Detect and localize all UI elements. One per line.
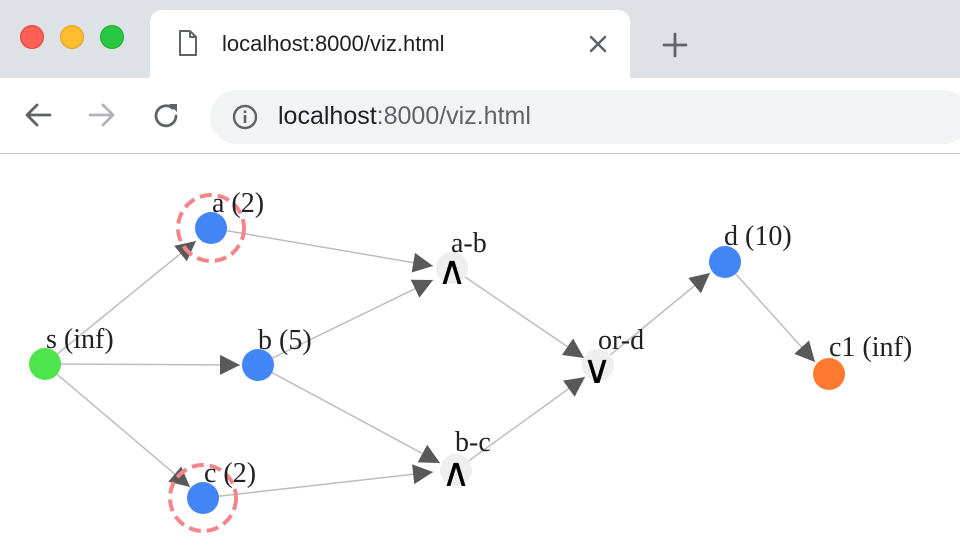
node-c-circle[interactable] bbox=[187, 482, 219, 514]
edge-a-ab bbox=[210, 227, 434, 273]
node-and-bc[interactable]: ∧ b-c bbox=[440, 427, 491, 496]
edge-d-c1 bbox=[724, 261, 816, 363]
url-path: :8000/viz.html bbox=[376, 102, 531, 130]
edge-ord-d bbox=[597, 272, 711, 366]
close-icon[interactable] bbox=[587, 33, 609, 55]
node-bc-bg bbox=[440, 454, 472, 486]
info-icon[interactable] bbox=[232, 104, 258, 130]
plus-icon[interactable] bbox=[662, 32, 688, 58]
edge-c-bc bbox=[202, 464, 434, 499]
node-c-highlight-ring bbox=[168, 463, 238, 533]
edge-s-a bbox=[44, 240, 197, 365]
window-minimize-button[interactable] bbox=[60, 25, 84, 49]
window-close-button[interactable] bbox=[20, 25, 44, 49]
edge-ab-ord bbox=[451, 267, 585, 359]
node-b[interactable]: b (5) bbox=[242, 325, 312, 381]
edge-s-b bbox=[44, 354, 241, 375]
node-a-circle[interactable] bbox=[195, 212, 227, 244]
node-c[interactable]: c (2) bbox=[168, 458, 256, 533]
node-c1[interactable]: c1 (inf) bbox=[813, 332, 912, 390]
node-a[interactable]: a (2) bbox=[176, 188, 264, 263]
node-b-circle[interactable] bbox=[242, 349, 274, 381]
and-icon: ∧ bbox=[441, 450, 470, 496]
file-icon bbox=[179, 30, 197, 56]
node-d-label: d (10) bbox=[724, 221, 792, 252]
node-ord-label: or-d bbox=[598, 325, 644, 356]
tab-title: localhost:8000/viz.html bbox=[222, 31, 445, 56]
window-maximize-button[interactable] bbox=[100, 25, 124, 49]
node-d[interactable]: d (10) bbox=[709, 221, 792, 278]
back-arrow-icon[interactable] bbox=[24, 102, 52, 128]
node-a-highlight-ring bbox=[176, 193, 246, 263]
edge-b-bc bbox=[257, 364, 441, 464]
node-s-label: s (inf) bbox=[46, 324, 114, 355]
graph-canvas: s (inf) a (2) b (5) c (2) ∧ a-b ∧ b-c ∨ … bbox=[29, 188, 912, 533]
node-c1-label: c1 (inf) bbox=[829, 332, 912, 363]
and-icon: ∧ bbox=[437, 248, 466, 294]
node-ab-label: a-b bbox=[451, 228, 487, 259]
graph-edges bbox=[44, 227, 816, 499]
node-c1-circle[interactable] bbox=[813, 358, 845, 390]
edge-bc-ord bbox=[455, 376, 586, 471]
node-d-circle[interactable] bbox=[709, 246, 741, 278]
node-a-label: a (2) bbox=[212, 188, 264, 219]
url-host: localhost bbox=[278, 102, 377, 130]
node-ord-bg bbox=[582, 349, 614, 381]
node-bc-label: b-c bbox=[455, 427, 491, 458]
active-tab[interactable] bbox=[150, 10, 630, 78]
edge-b-ab bbox=[257, 279, 434, 366]
or-icon: ∨ bbox=[582, 347, 611, 393]
node-c-label: c (2) bbox=[204, 458, 256, 489]
edge-s-c bbox=[44, 363, 191, 488]
node-s[interactable]: s (inf) bbox=[29, 324, 114, 380]
address-bar[interactable] bbox=[210, 90, 960, 144]
node-s-circle[interactable] bbox=[29, 348, 61, 380]
forward-arrow-icon[interactable] bbox=[88, 102, 116, 128]
node-or-d[interactable]: ∨ or-d bbox=[582, 325, 644, 393]
url-text[interactable]: localhost:8000/viz.html bbox=[278, 100, 531, 132]
node-b-label: b (5) bbox=[258, 325, 312, 356]
node-ab-bg bbox=[436, 252, 468, 284]
reload-icon[interactable] bbox=[152, 101, 182, 131]
node-and-ab[interactable]: ∧ a-b bbox=[436, 228, 487, 294]
